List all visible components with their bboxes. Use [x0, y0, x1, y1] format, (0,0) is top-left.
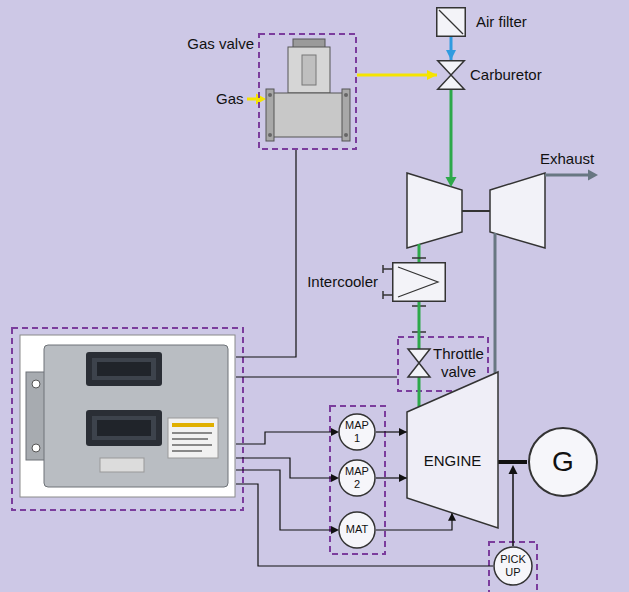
- turbocharger: [407, 173, 545, 248]
- connector: [376, 513, 456, 530]
- sensor-circle: MAP 2: [338, 459, 376, 497]
- coolant-ports: [383, 265, 392, 299]
- arrowhead: [446, 50, 456, 60]
- exhaust-line: [495, 170, 598, 375]
- ecu-unit: [12, 328, 243, 510]
- connector-line: [418, 302, 421, 336]
- connector: [498, 462, 527, 463]
- connector: [357, 70, 437, 80]
- node-label: Gas valve: [187, 35, 254, 53]
- connector: [376, 474, 407, 482]
- sensor-circle: MAT: [338, 511, 376, 549]
- connector: [446, 37, 456, 60]
- node-label: Air filter: [476, 13, 527, 31]
- engine-block-shape: [405, 370, 500, 530]
- pickup-arrow: [509, 465, 518, 546]
- wire-arrowheads: [331, 428, 339, 534]
- engine-block: ENGINE: [405, 370, 500, 530]
- sensor-circle: MAP 1: [338, 413, 376, 451]
- gas-inlet-label: Gas: [216, 90, 244, 108]
- generator: G: [527, 426, 599, 498]
- node-label: G: [538, 445, 588, 479]
- carburetor-valve-shape: [437, 60, 465, 90]
- node-label: PICK UP: [498, 553, 528, 579]
- air-filter: Air filter: [436, 7, 466, 37]
- pickup-sensor: PICK UP: [493, 546, 533, 586]
- connector: [419, 302, 420, 336]
- gas-valve-shape: [258, 33, 357, 150]
- node-label: ENGINE: [405, 452, 500, 470]
- connector-line: [357, 74, 437, 77]
- node-label: MAT: [342, 523, 372, 536]
- connector-line: [376, 513, 452, 530]
- connector-line: [418, 392, 421, 407]
- node-label: Intercooler: [307, 273, 378, 291]
- node-label: Throttle valve: [430, 345, 487, 381]
- arrowhead: [399, 474, 407, 482]
- node-label: MAP 2: [342, 465, 372, 491]
- arrowhead: [399, 428, 407, 436]
- connector: [376, 428, 407, 436]
- gas-valve: Gas valve: [258, 33, 357, 150]
- intercooler: Intercooler: [392, 262, 446, 302]
- gas-inlet-arrow: [247, 94, 266, 105]
- air-filter-shape: [436, 7, 466, 37]
- node-label: MAP 1: [342, 419, 372, 445]
- intercooler-shape: [392, 262, 446, 302]
- arrowhead: [427, 70, 437, 80]
- connector: [419, 392, 420, 407]
- exhaust-label: Exhaust: [540, 150, 594, 168]
- carburetor-valve: Carburetor: [437, 60, 465, 90]
- connector-line: [498, 460, 527, 464]
- node-label: Carburetor: [470, 66, 542, 84]
